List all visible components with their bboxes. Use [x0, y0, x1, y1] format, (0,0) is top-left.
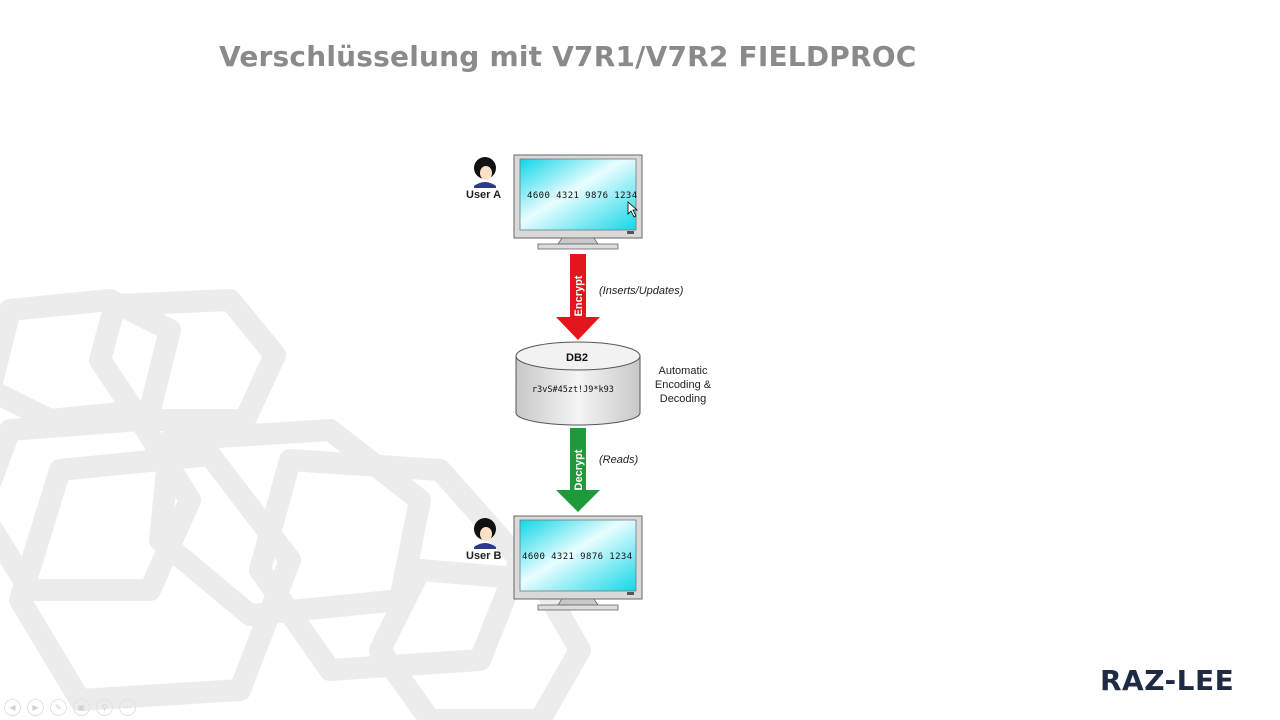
decrypt-arrow [556, 428, 600, 512]
more-icon[interactable]: ⋯ [119, 699, 136, 716]
decrypt-note: (Reads) [599, 454, 639, 466]
user-b-label: User B [466, 550, 502, 562]
user-b-person-icon [474, 518, 496, 549]
side-note-line-1: Automatic [658, 365, 708, 377]
user-a-monitor [513, 154, 643, 250]
slide-title: Verschlüsselung mit V7R1/V7R2 FIELDPROC [219, 40, 917, 73]
play-icon[interactable]: ▶ [27, 699, 44, 716]
decrypt-arrow-label: Decrypt [573, 449, 585, 490]
db2-cipher-text: r3vS#45zt!J9*k93 [532, 385, 614, 395]
zoom-icon[interactable]: ⚲ [96, 699, 113, 716]
side-note-line-3: Decoding [659, 393, 707, 405]
user-a-person-icon [474, 157, 496, 188]
user-a-screen-value: 4600 4321 9876 1234 [527, 191, 638, 201]
pen-icon[interactable]: ✎ [50, 699, 67, 716]
user-b-screen-value: 4600 4321 9876 1234 [522, 552, 633, 562]
encrypt-arrow-label: Encrypt [573, 275, 585, 316]
user-b-monitor [513, 515, 643, 611]
db2-side-note: Automatic Encoding & Decoding [638, 364, 728, 406]
presentation-controls: ◀ ▶ ✎ ▣ ⚲ ⋯ [4, 699, 136, 716]
mouse-cursor-icon [627, 201, 639, 218]
previous-icon[interactable]: ◀ [4, 699, 21, 716]
db2-cylinder [515, 341, 641, 426]
side-note-line-2: Encoding & [654, 379, 712, 391]
encrypt-note: (Inserts/Updates) [599, 285, 684, 297]
slides-icon[interactable]: ▣ [73, 699, 90, 716]
db2-label: DB2 [566, 352, 589, 364]
raz-lee-logo: RAZ-LEE [1100, 664, 1235, 697]
encrypt-arrow [556, 254, 600, 340]
user-a-label: User A [466, 189, 502, 201]
